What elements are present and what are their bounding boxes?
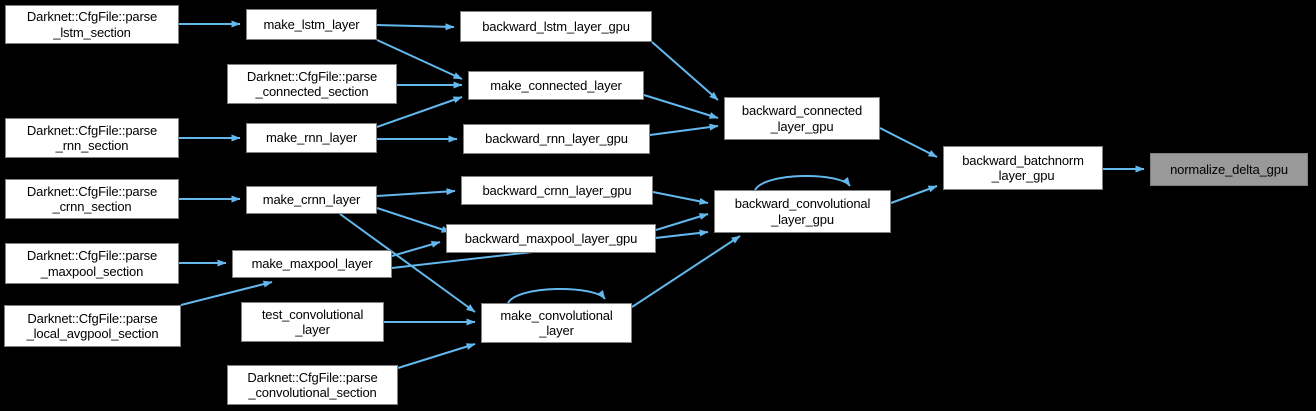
graph-node-label: Darknet::CfgFile::parse _rnn_section [26,122,158,153]
graph-node-bwd_batchnorm_gpu[interactable]: backward_batchnorm _layer_gpu [943,146,1103,190]
graph-node-label: Darknet::CfgFile::parse _crnn_section [26,183,158,214]
graph-edge [391,241,441,257]
graph-edge [631,235,741,308]
graph-edge [649,123,719,136]
graph-node-label: backward_lstm_layer_gpu [482,18,630,34]
graph-edge [651,41,719,101]
graph-node-parse_connected[interactable]: Darknet::CfgFile::parse _connected_secti… [227,64,397,104]
graph-node-parse_rnn[interactable]: Darknet::CfgFile::parse _rnn_section [5,118,179,158]
graph-edge [339,213,476,313]
graph-node-label: backward_rnn_layer_gpu [485,131,628,147]
graph-node-label: backward_convolutional _layer_gpu [734,196,871,227]
graph-edge [397,343,476,369]
graph-node-label: make_connected_layer [490,77,622,93]
graph-edge [376,23,455,31]
graph-edge [376,39,463,80]
graph-node-label: make_maxpool_layer [251,256,373,272]
graph-node-make_crnn[interactable]: make_crnn_layer [246,186,377,214]
graph-node-label: make_convolutional _layer [500,307,613,338]
graph-edge [507,287,606,304]
graph-node-parse_maxpool[interactable]: Darknet::CfgFile::parse _maxpool_section [5,243,179,284]
graph-edge [376,207,451,233]
graph-node-parse_avgpool[interactable]: Darknet::CfgFile::parse _local_avgpool_s… [4,305,181,347]
graph-node-label: test_convolutional _layer [261,306,364,337]
graph-node-label: make_rnn_layer [265,130,358,146]
graph-node-bwd_rnn_gpu[interactable]: backward_rnn_layer_gpu [463,124,650,154]
graph-node-label: Darknet::CfgFile::parse _connected_secti… [246,68,378,99]
graph-node-label: Darknet::CfgFile::parse _lstm_section [26,9,158,40]
graph-node-parse_crnn[interactable]: Darknet::CfgFile::parse _crnn_section [5,179,179,219]
graph-node-make_conv[interactable]: make_convolutional _layer [481,303,632,343]
graph-edge [652,191,709,205]
graph-node-label: make_lstm_layer [263,16,360,32]
graph-edge [376,188,456,197]
graph-edge [643,94,719,119]
graph-node-make_lstm[interactable]: make_lstm_layer [246,9,377,40]
graph-node-label: backward_connected _layer_gpu [741,103,863,134]
graph-node-label: backward_batchnorm _layer_gpu [962,152,1084,183]
graph-node-normalize_delta[interactable]: normalize_delta_gpu [1150,153,1308,186]
graph-node-label: backward_maxpool_layer_gpu [464,230,638,246]
graph-node-bwd_lstm_gpu[interactable]: backward_lstm_layer_gpu [460,11,652,42]
graph-node-label: Darknet::CfgFile::parse _convolutional_s… [247,369,378,400]
graph-node-test_conv[interactable]: test_convolutional _layer [241,302,384,342]
graph-node-make_connected[interactable]: make_connected_layer [468,71,644,100]
graph-node-label: Darknet::CfgFile::parse _local_avgpool_s… [26,310,159,341]
graph-edge [754,174,851,191]
graph-edge [655,213,709,231]
graph-node-label: make_crnn_layer [262,192,361,208]
graph-node-parse_lstm[interactable]: Darknet::CfgFile::parse _lstm_section [5,5,179,44]
graph-node-bwd_crnn_gpu[interactable]: backward_crnn_layer_gpu [461,176,653,205]
graph-node-bwd_connected_gpu[interactable]: backward_connected _layer_gpu [724,97,880,140]
graph-node-make_rnn[interactable]: make_rnn_layer [246,123,377,153]
graph-node-label: normalize_delta_gpu [1170,161,1288,177]
graph-node-parse_conv[interactable]: Darknet::CfgFile::parse _convolutional_s… [227,365,398,405]
graph-edge [879,127,938,158]
graph-node-bwd_conv_gpu[interactable]: backward_convolutional _layer_gpu [714,190,891,233]
graph-edge [180,280,273,306]
graph-edge [376,96,463,128]
graph-node-label: Darknet::CfgFile::parse _maxpool_section [26,248,158,279]
graph-node-bwd_maxpool_gpu[interactable]: backward_maxpool_layer_gpu [446,224,656,253]
graph-node-label: backward_crnn_layer_gpu [482,182,632,198]
graph-edge [890,185,938,204]
graph-node-make_maxpool[interactable]: make_maxpool_layer [232,250,392,278]
